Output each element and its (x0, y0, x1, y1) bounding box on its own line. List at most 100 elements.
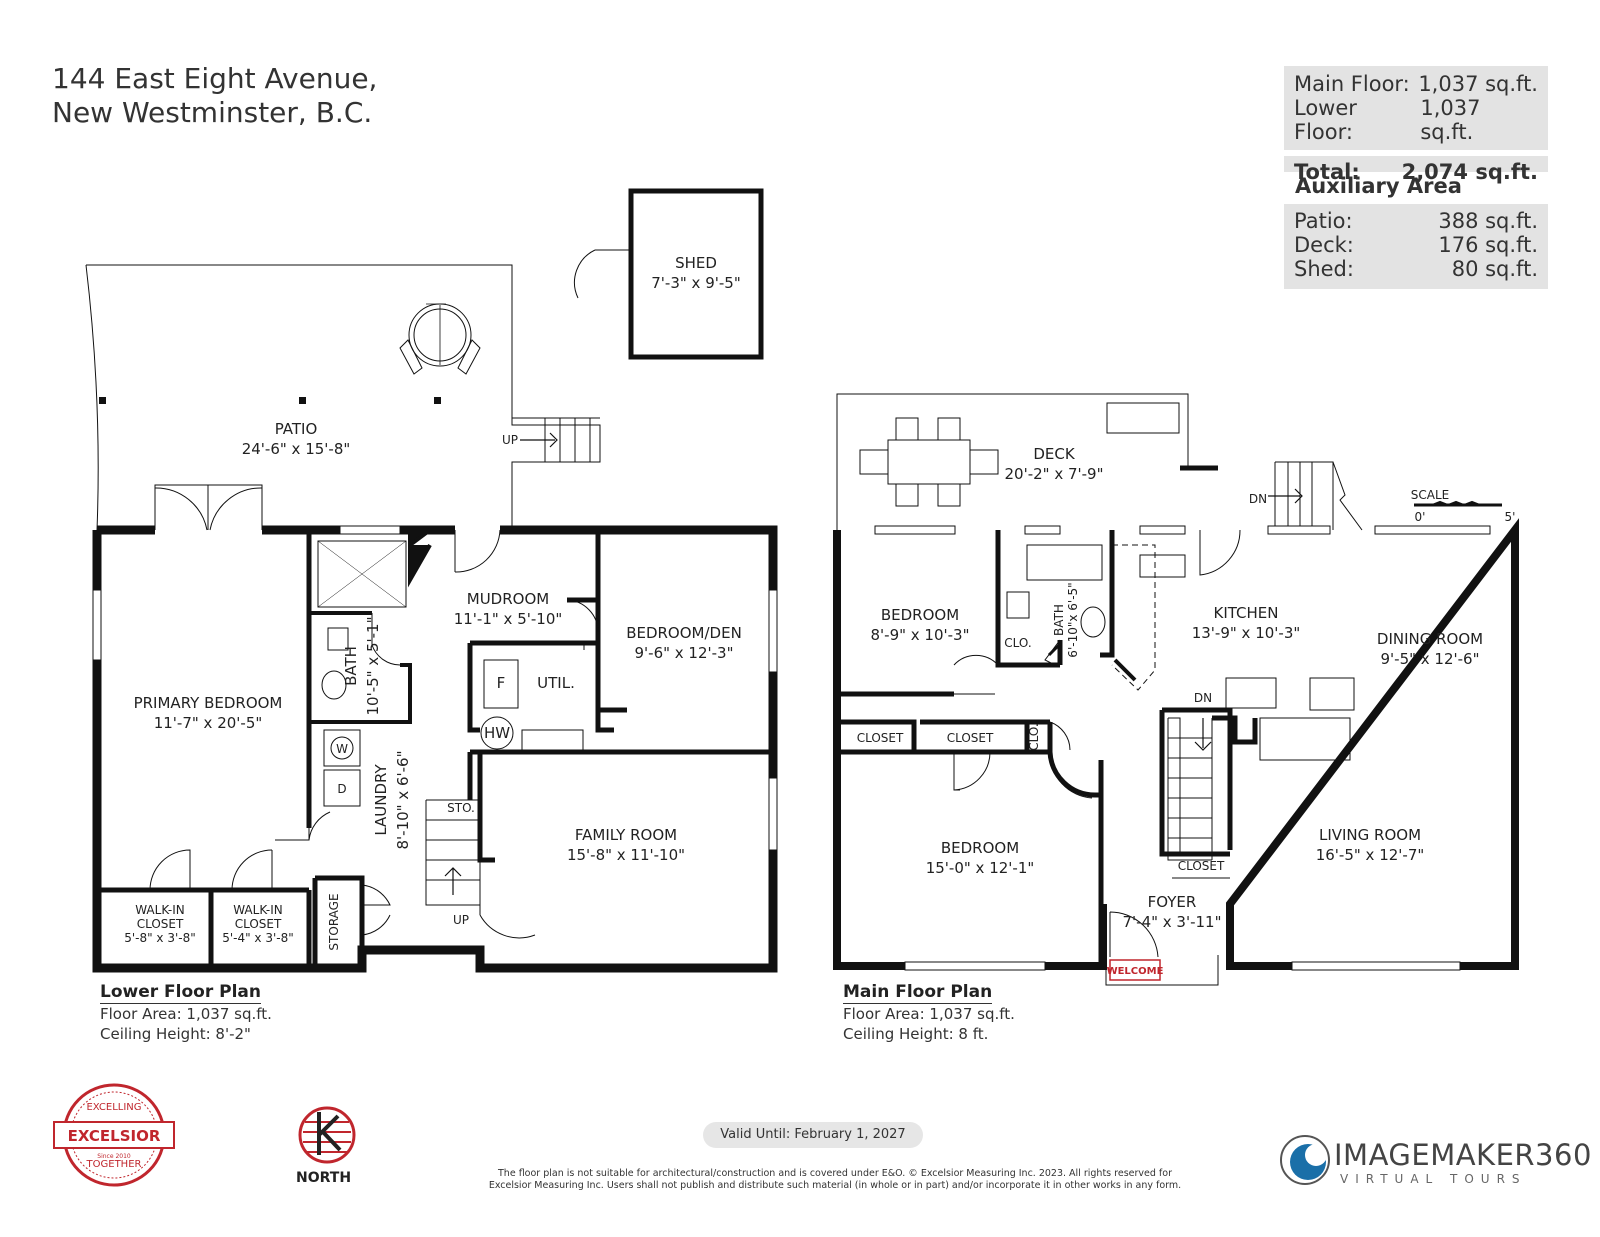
deck-table (887, 439, 971, 485)
patio-dim: 24'-6" x 15'-8" (242, 440, 351, 458)
bedroom-2-label: BEDROOM (941, 839, 1019, 857)
main-stairs (1167, 717, 1213, 861)
bedroom2-door (1049, 751, 1093, 799)
walkin-closet-1-label-b: CLOSET (137, 917, 184, 931)
patio-up-label: UP (502, 433, 518, 447)
toilet (327, 627, 349, 651)
bedroom2-wall (1047, 751, 1104, 966)
patio-label: PATIO (275, 420, 318, 438)
main-floor-value: 1,037 sq.ft. (1418, 72, 1538, 96)
patio-label: Patio: (1294, 209, 1353, 233)
deck-door (1199, 529, 1241, 576)
welcome-mat (1109, 959, 1161, 981)
shed-dim: 7'-3" x 9'-5" (651, 274, 740, 292)
scale-zero: 0' (1415, 510, 1426, 524)
area-summary: Main Floor: 1,037 sq.ft. Lower Floor: 1,… (1284, 66, 1548, 184)
walkin-closet-2-label-b: CLOSET (235, 917, 282, 931)
patio-chairs (399, 339, 481, 375)
total-label: Total: (1294, 160, 1360, 184)
bath-dim: 10'-5" x 5'-1" (364, 616, 382, 715)
disclaimer: The floor plan is not suitable for archi… (480, 1168, 1190, 1192)
closets-walls (837, 691, 1030, 755)
dryer (323, 769, 361, 807)
deck-label: Deck: (1294, 233, 1354, 257)
brand-subtitle: VIRTUAL TOURS (1340, 1172, 1527, 1186)
family-room-label: FAMILY ROOM (575, 826, 677, 844)
scale-ticks (1431, 500, 1481, 507)
lower-plan-title: Lower Floor Plan (100, 982, 262, 1004)
deck-stairs-arrow (1268, 488, 1303, 504)
foyer-label: FOYER (1148, 893, 1197, 911)
bedroom-den-door (566, 599, 599, 633)
shed-walls (628, 188, 764, 360)
lower-stairs-arrow (444, 867, 462, 895)
fireplace (1259, 717, 1351, 761)
bath-sink (321, 670, 347, 700)
foyer-landing (1105, 955, 1219, 986)
shed-value: 80 sq.ft. (1451, 257, 1538, 281)
together-text: TOGETHER (86, 1159, 142, 1170)
patio-post (299, 397, 306, 404)
closet-1-label: CLOSET (857, 731, 904, 745)
window (1291, 961, 1461, 971)
imagemaker360-logo-icon (1280, 1135, 1330, 1185)
shower (317, 540, 407, 608)
util-walls (467, 640, 598, 733)
main-floor-row: Main Floor: 1,037 sq.ft. (1284, 72, 1548, 96)
address-line-1: 144 East Eight Avenue, (52, 62, 378, 95)
main-floor-plan (833, 393, 1519, 986)
clo-1-label: CLO. (1004, 636, 1031, 650)
bathtub (1026, 544, 1103, 581)
bath-sink (1080, 606, 1106, 638)
window (1024, 525, 1061, 535)
foyer-dim: 7'-4" x 3'-11" (1122, 913, 1221, 931)
kitchen-door-mark (1113, 658, 1137, 682)
auxiliary-summary: Patio: 388 sq.ft. Deck: 176 sq.ft. Shed:… (1284, 204, 1548, 289)
lower-floor-row: Lower Floor: 1,037 sq.ft. (1284, 96, 1548, 144)
window (768, 589, 778, 673)
closet-doors (149, 849, 273, 891)
util-door-track (480, 642, 585, 650)
main-floor-label: Main Floor: (1294, 72, 1410, 96)
bath-wall-corner (408, 528, 432, 588)
shed-door-swing (574, 249, 631, 299)
scale-five: 5' (1505, 510, 1516, 524)
deck-row: Deck: 176 sq.ft. (1284, 233, 1548, 257)
bath-label: BATH (342, 646, 360, 686)
patio-door-swing (154, 487, 263, 531)
bedroom-den-dim: 9'-6" x 12'-3" (634, 644, 733, 662)
foyer-closet (1172, 853, 1230, 879)
lower-plan-ceiling: Ceiling Height: 8'-2" (100, 1025, 251, 1043)
total-row: Total: 2,074 sq.ft. (1284, 160, 1548, 184)
range (1309, 677, 1355, 711)
patio-row: Patio: 388 sq.ft. (1284, 209, 1548, 233)
lower-plan-floor-area: Floor Area: 1,037 sq.ft. (100, 1005, 272, 1023)
walkin-closet-2-dim: 5'-4" x 3'-8" (222, 931, 294, 945)
bedroom-1-dim: 8'-9" x 10'-3" (870, 626, 969, 644)
lower-floor-value: 1,037 sq.ft. (1420, 96, 1481, 144)
north-arrow-icon (298, 1106, 356, 1164)
window (92, 589, 102, 661)
closet-3-label: CLOSET (1178, 859, 1225, 873)
auxiliary-title: Auxiliary Area (1295, 174, 1462, 198)
stairs-up-label: UP (453, 913, 469, 927)
kitchen-counter (1111, 544, 1156, 691)
scale-label: SCALE (1411, 488, 1449, 502)
kitchen-label: KITCHEN (1214, 604, 1279, 622)
welcome-label: WELCOME (1107, 966, 1164, 977)
bedroom-den-label: BEDROOM/DEN (626, 624, 742, 642)
kitchen-sink (1139, 554, 1186, 578)
bedroom2-closet-door (953, 751, 991, 791)
main-dn-label: DN (1194, 691, 1212, 705)
walkin-closet-1-dim: 5'-8" x 3'-8" (124, 931, 196, 945)
storage-label: STORAGE (327, 893, 341, 950)
bath-walls (309, 611, 412, 724)
living-room-dim: 16'-5" x 12'-7" (1316, 846, 1425, 864)
bedroom-1-label: BEDROOM (881, 606, 959, 624)
hot-water-tank (480, 716, 514, 750)
excelling-text: EXCELLING (86, 1102, 141, 1113)
main-stairs-arrow (1194, 718, 1212, 751)
stair-walls (1159, 707, 1233, 857)
window (1267, 525, 1331, 535)
shed-label: Shed: (1294, 257, 1354, 281)
